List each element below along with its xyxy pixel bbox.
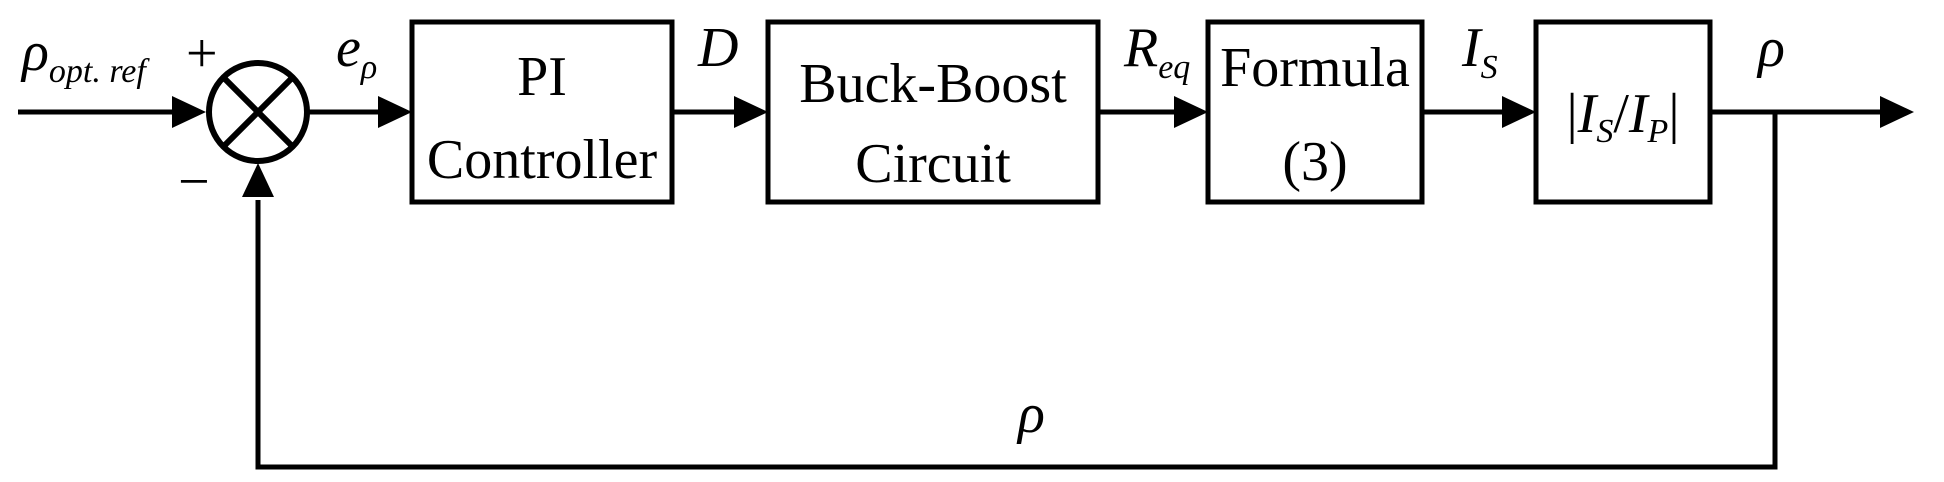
- pi-input-arrowhead: [378, 96, 412, 128]
- ratio-input-arrowhead: [1502, 96, 1536, 128]
- pi-controller-block: PI Controller: [409, 19, 675, 205]
- duty-cycle-label: D: [697, 17, 738, 79]
- summing-junction: [206, 60, 310, 164]
- formula-line1: Formula: [1220, 37, 1410, 99]
- pi-controller-line1: PI: [517, 46, 567, 108]
- plus-sign: +: [186, 23, 218, 85]
- output-arrowhead: [1880, 96, 1914, 128]
- feedback-arrowhead: [242, 163, 274, 197]
- buck-boost-line1: Buck-Boost: [799, 53, 1067, 115]
- formula-block: Formula (3): [1205, 19, 1425, 205]
- error-signal-label: eρ: [336, 17, 377, 86]
- buck-input-arrowhead: [734, 96, 768, 128]
- buck-boost-line2: Circuit: [855, 133, 1011, 195]
- buck-boost-block: Buck-Boost Circuit: [765, 19, 1101, 205]
- input-signal-label: ρopt. ref: [20, 21, 150, 90]
- feedback-label: ρ: [1016, 383, 1045, 445]
- output-label: ρ: [1756, 17, 1785, 79]
- formula-input-arrowhead: [1174, 96, 1208, 128]
- feedback-wire: [255, 112, 1778, 470]
- ratio-block: |IS/IP|: [1533, 19, 1713, 205]
- minus-sign: −: [178, 151, 210, 213]
- ratio-expression: |IS/IP|: [1566, 83, 1679, 150]
- req-label: Req: [1123, 17, 1190, 86]
- input-arrowhead: [172, 96, 206, 128]
- pi-controller-line2: Controller: [427, 129, 658, 191]
- is-label: IS: [1461, 17, 1498, 86]
- formula-line2: (3): [1282, 131, 1347, 193]
